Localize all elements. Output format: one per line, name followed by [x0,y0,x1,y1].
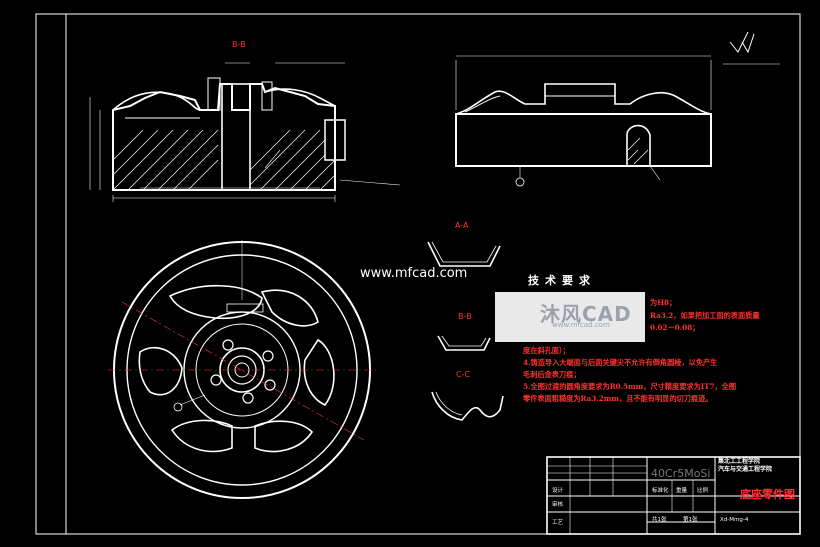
title-block-row-process: 工艺 [552,520,564,526]
title-block-school-line1: 集北工工程学院 [718,458,761,465]
tech-note-6: 毛刺后金表刀痕； [523,370,581,379]
title-block-school: 集北工工程学院 汽车与交通工程学院 [718,458,772,474]
section-view-left [89,62,401,202]
title-block-drawing-number: Xd-Mmg-4 [720,517,749,523]
tech-note-5: 4.铸造导入大端面与后面关键尖不允许有倒角圆棱，以免产生 [523,358,718,367]
section-aa-profile [427,241,501,267]
inner-frame [65,13,801,535]
title-block-col-ratio: 比例 [697,488,709,494]
section-label-aa: A-A [455,221,469,230]
title-block-material: 40Cr5MoSi [651,467,711,480]
title-block-grid [546,456,801,535]
title-block-row-design: 设计 [552,488,564,494]
tech-note-8: 零件表面粗糙度为Ra3.2mm，且不能有明显的切刀痕迹。 [523,394,713,403]
section-cc-profile [431,391,504,421]
title-block-col-weight: 重量 [676,488,688,494]
front-view-right [455,55,712,187]
watermark-logo-text: 沐风CAD [540,302,632,326]
title-block-sheet-2: 第1张 [683,517,698,523]
title-block-row-review: 审核 [552,502,564,508]
section-bb-profile [437,335,491,351]
title-block-sheet-1: 共1张 [652,517,667,523]
watermark-logo-sub: www.mfcad.com [552,321,610,329]
title-block-col-standard: 标准化 [652,488,669,494]
title-block-drawing-title: 底座零件图 [740,488,795,501]
watermark-site: www.mfcad.com [360,266,468,281]
plan-view-wheel [108,240,376,499]
section-label-bb: B-B [458,312,472,321]
technical-requirements-title: 技术要求 [528,274,596,287]
tech-note-4: 度在斜孔面）； [523,346,570,355]
tech-note-2: Ra3.2，如果把加工面的表面质量 [650,311,760,320]
tech-note-1: 为H8； [650,298,677,307]
roughness-symbol [723,31,780,65]
tech-note-3: 0.02－0.08； [650,323,700,332]
section-label-cc: C-C [456,370,471,379]
title-block-school-line2: 汽车与交通工程学院 [718,466,773,473]
section-label-bb-top: B-B [232,40,246,49]
watermark-logo-box [495,292,645,342]
tech-note-7: 5.全图过渡的圆角度要求为R0.5mm，尺寸精度要求为IT7，全图 [523,382,737,391]
